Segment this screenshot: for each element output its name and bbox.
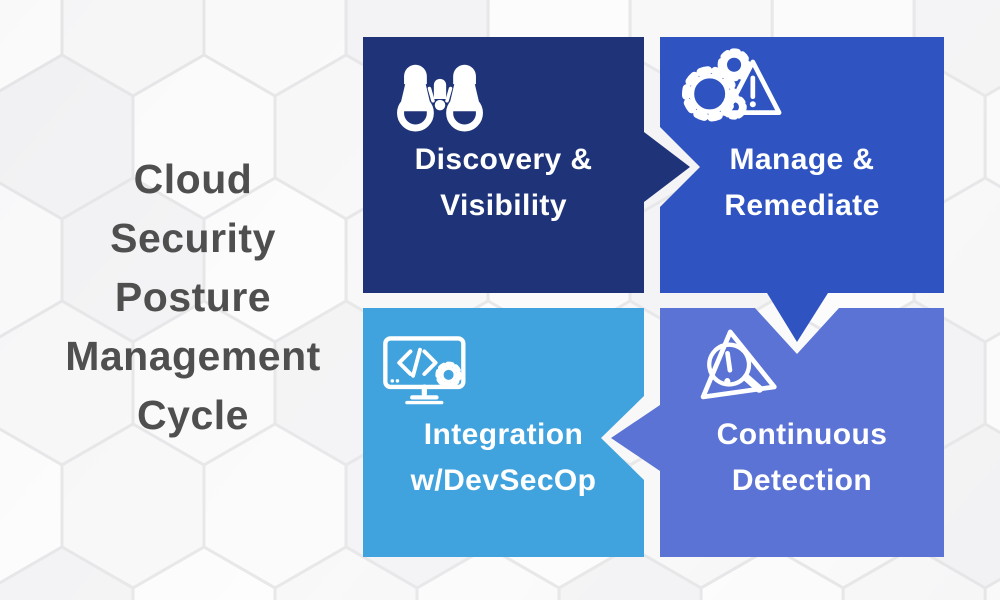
quadrant-continuous-detection: Continuous Detection: [611, 308, 944, 557]
quadrant-manage-content: Manage & Remediate: [660, 37, 944, 342]
warning-magnifier-icon: [700, 329, 777, 400]
quadrant-detection-label: Continuous Detection: [716, 418, 888, 497]
quadrant-manage-remediate: Manage & Remediate: [660, 37, 944, 342]
quadrant-discovery-visibility: Discovery & Visibility: [363, 37, 690, 293]
binoculars-icon: [397, 64, 483, 132]
gears-warning-icon: [681, 48, 782, 122]
quadrant-integration-content: Integration w/DevSecOp: [363, 308, 644, 557]
quadrant-integration-label: Integration w/DevSecOp: [410, 418, 597, 497]
quadrant-detection-content: Continuous Detection: [660, 308, 944, 557]
quadrant-discovery-label: Discovery & Visibility: [414, 143, 593, 222]
page-title: Cloud Security Posture Management Cycle: [65, 156, 321, 438]
quadrant-manage-label: Manage & Remediate: [724, 143, 880, 222]
quadrant-discovery-content: Discovery & Visibility: [363, 37, 644, 293]
monitor-code-gear-icon: [383, 336, 466, 405]
quadrant-integration-devsecop: Integration w/DevSecOp: [363, 308, 644, 557]
